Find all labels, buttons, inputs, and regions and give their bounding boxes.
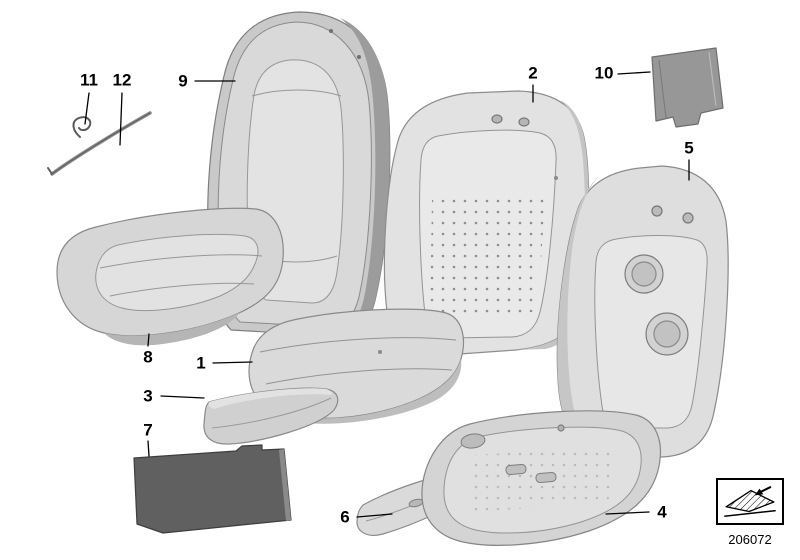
leader-line-12	[119, 92, 123, 146]
part-backrest-pad	[383, 90, 590, 358]
part-backrest-frame	[556, 165, 729, 458]
callout-2[interactable]: 2	[528, 63, 538, 83]
callout-3[interactable]: 3	[143, 386, 153, 406]
callout-9[interactable]: 9	[178, 71, 188, 91]
callout-6[interactable]: 6	[340, 507, 350, 527]
part-seat-base-frame	[421, 410, 662, 546]
part-bracket-panel	[651, 47, 724, 128]
leader-lines	[84, 71, 690, 518]
part-bolster-pad	[203, 387, 339, 445]
leader-line-8	[147, 333, 150, 347]
leader-line-11	[84, 92, 90, 125]
leader-line-6	[356, 513, 393, 518]
leader-line-3	[160, 395, 205, 399]
leader-line-10	[617, 71, 651, 75]
callout-8[interactable]: 8	[143, 347, 153, 367]
ramp-arrow-icon	[724, 485, 776, 517]
callout-12[interactable]: 12	[112, 70, 132, 90]
callout-1[interactable]: 1	[196, 353, 206, 373]
part-support-rod	[47, 111, 152, 176]
diagram-number: 206072	[728, 532, 772, 547]
callout-10[interactable]: 10	[594, 63, 614, 83]
leader-line-7	[147, 440, 150, 457]
callout-11[interactable]: 11	[80, 70, 98, 90]
part-wire-clip	[72, 116, 92, 138]
schematic-thumbnail[interactable]	[716, 478, 784, 525]
callout-5[interactable]: 5	[684, 138, 694, 158]
leader-line-4	[605, 511, 650, 515]
part-insulation-panel	[133, 444, 292, 534]
part-cushion-cover	[56, 207, 284, 346]
callout-4[interactable]: 4	[657, 502, 667, 522]
leader-line-1	[212, 361, 253, 364]
callout-7[interactable]: 7	[143, 420, 153, 440]
